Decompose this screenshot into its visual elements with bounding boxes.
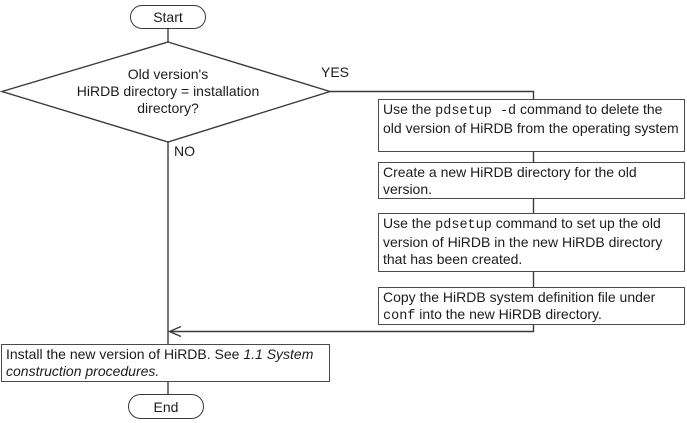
merge-arrowhead-icon (167, 325, 182, 338)
process-box-delete-old-version: Use the pdsetup -d command to delete the… (378, 99, 685, 152)
connector-step4-merge (170, 325, 535, 333)
connector-yes-branch (330, 90, 535, 99)
end-label: End (153, 398, 179, 415)
process-box-install-new-version: Install the new version of HiRDB. See 1.… (1, 344, 330, 382)
start-label: Start (153, 9, 183, 25)
no-branch-label: NO (174, 143, 195, 159)
decision-text: Old version's HiRDB directory = installa… (76, 66, 260, 116)
end-terminal: End (128, 394, 204, 419)
process-box-setup-old-version: Use the pdsetup command to set up the ol… (378, 213, 685, 272)
start-terminal: Start (130, 5, 206, 29)
process-box-copy-definition-file: Copy the HiRDB system definition file un… (378, 287, 685, 325)
yes-branch-label: YES (321, 64, 350, 80)
process-box-create-directory: Create a new HiRDB directory for the old… (378, 162, 685, 199)
